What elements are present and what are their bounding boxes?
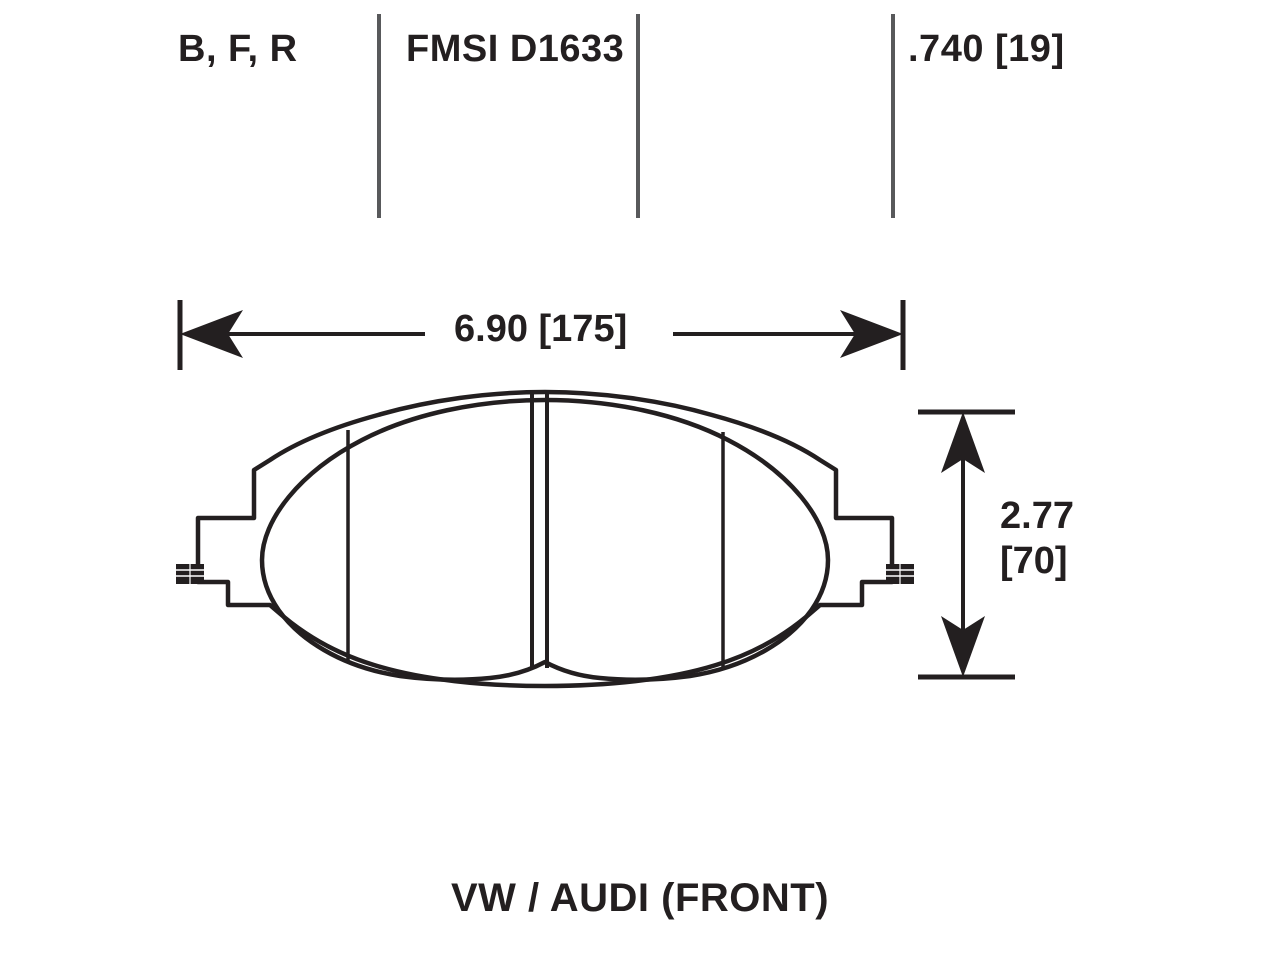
header-fmsi-number: FMSI D1633	[406, 28, 625, 70]
center-slot	[530, 394, 549, 668]
header-thickness: .740 [19]	[908, 28, 1065, 70]
height-arrowhead-bottom	[941, 616, 985, 677]
height-dimension-label: 2.77 [70]	[1000, 494, 1074, 584]
wear-sensor-block-right	[886, 564, 914, 584]
width-arrowhead-right	[840, 310, 903, 358]
height-dimension-group	[918, 409, 1015, 680]
header-divider-group	[377, 14, 895, 218]
width-dimension-label: 6.90 [175]	[448, 308, 634, 351]
height-arrowhead-top	[941, 412, 985, 473]
header-position-codes: B, F, R	[178, 28, 298, 70]
brake-pad-body	[176, 389, 914, 689]
height-dimension-label-mm: [70]	[1000, 539, 1068, 582]
width-dimension-group	[177, 300, 906, 370]
height-dimension-label-inches: 2.77	[1000, 495, 1074, 537]
wear-sensor-block-left	[176, 564, 204, 584]
width-arrowhead-left	[180, 310, 243, 358]
application-caption: VW / AUDI (FRONT)	[450, 876, 830, 920]
